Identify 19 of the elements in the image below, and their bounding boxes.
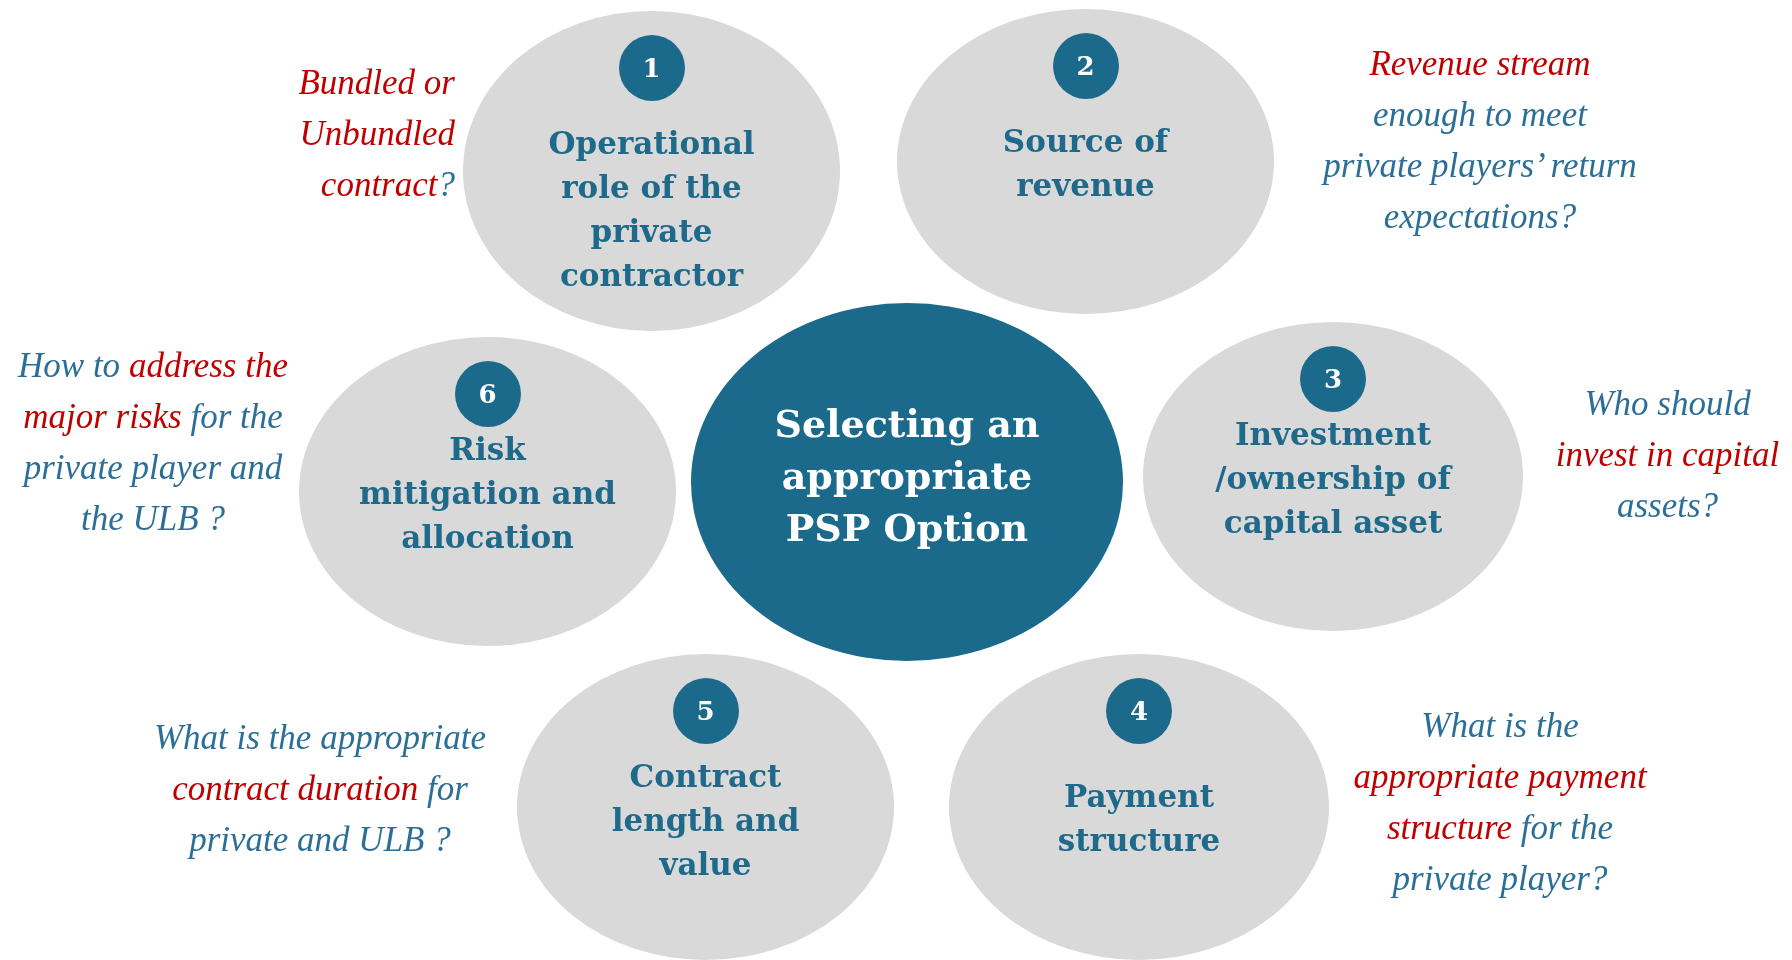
number-circle: 1	[618, 35, 685, 101]
question-text: What is the appropriate contract duration for private and ULB ?	[152, 717, 488, 861]
topic-label: Contract length and value	[610, 757, 801, 884]
topic-label: Source of revenue	[1001, 122, 1171, 205]
question-text: Revenue stream enough to meet private players’ return expectations?	[1320, 43, 1638, 238]
number-circle: 3	[1300, 346, 1366, 412]
topic-label: Risk mitigation and allocation	[359, 430, 616, 557]
topic-label: Payment structure	[1056, 777, 1222, 860]
question-text: Who should invest in capital assets?	[1554, 383, 1781, 527]
number-circle: 2	[1052, 33, 1119, 99]
question-text: What is the appropriate payment structure for the private player?	[1352, 705, 1649, 900]
question-text: How to address the major risks for the private player and the ULB ?	[16, 345, 289, 540]
number-circle: 4	[1106, 678, 1172, 744]
question-text: Bundled or Unbundled contract?	[297, 62, 455, 206]
number-circle: 5	[672, 678, 739, 744]
title-text: Selecting an appropriate PSP Option	[773, 400, 1041, 552]
topic-label: Investment /ownership of capital asset	[1214, 415, 1454, 542]
number-circle: 6	[454, 361, 521, 427]
topic-label: Operational role of the private contractor	[547, 124, 756, 295]
